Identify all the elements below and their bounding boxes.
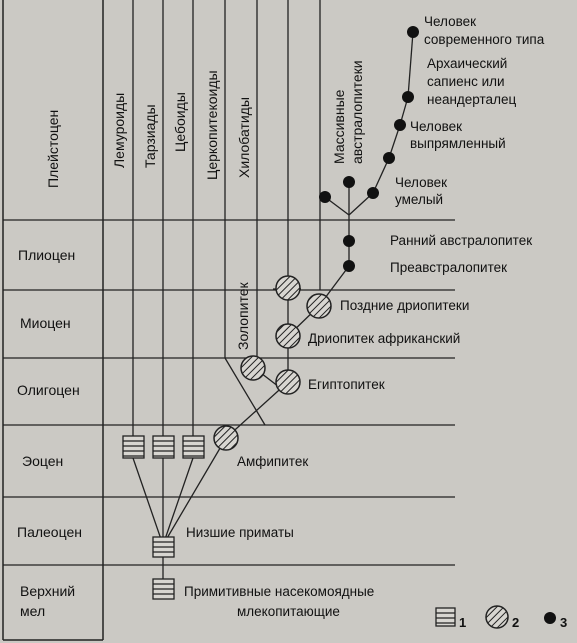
era-boundaries bbox=[3, 219, 455, 566]
era-miocene: Миоцен bbox=[20, 315, 71, 331]
label-archaic-3: неандерталец bbox=[427, 92, 516, 107]
lineage-labels: Лемуроиды Тарзиады Цебоиды Церкопитекоид… bbox=[111, 60, 365, 350]
legend-label-3: 3 bbox=[560, 615, 567, 630]
label-egyptopith: Египтопитек bbox=[308, 377, 385, 392]
circle-nodes bbox=[213, 275, 332, 451]
zolopitek-circle bbox=[240, 355, 266, 381]
dryopith-upper-circle bbox=[275, 275, 301, 301]
legend-circle-icon bbox=[485, 605, 509, 629]
dot-nodes bbox=[319, 26, 419, 272]
label-early-australopith: Ранний австралопитек bbox=[390, 233, 532, 248]
era-pleistocene: Плейстоцен bbox=[45, 110, 61, 188]
label-insectivores-2: млекопитающие bbox=[237, 604, 340, 619]
modern-dot bbox=[407, 26, 419, 38]
legend-dot-icon bbox=[544, 612, 556, 624]
label-hylobatids: Хилобатиды bbox=[236, 97, 252, 178]
label-archaic-2: сапиенс или bbox=[427, 74, 505, 89]
african-dryopith-circle bbox=[275, 323, 301, 349]
era-eocene: Эоцен bbox=[22, 453, 63, 469]
box-nodes bbox=[122, 435, 205, 600]
insectivores-box bbox=[152, 578, 175, 600]
archaic-dot bbox=[402, 91, 414, 103]
late-dryopith-circle bbox=[306, 293, 332, 319]
label-modern-2: современного типа bbox=[424, 32, 545, 47]
label-habilis-1: Человек bbox=[395, 175, 447, 190]
label-modern-1: Человек bbox=[424, 14, 476, 29]
erectus-dot bbox=[383, 152, 395, 164]
label-late-dryopith: Поздние дриопитеки bbox=[340, 298, 469, 313]
lower-primates-box bbox=[152, 536, 175, 558]
lemuroids-box bbox=[122, 435, 145, 459]
era-paleocene: Палеоцен bbox=[17, 524, 82, 540]
label-lemuroids: Лемуроиды bbox=[111, 93, 127, 168]
legend-label-2: 2 bbox=[512, 615, 519, 630]
amphipith-circle bbox=[213, 425, 239, 451]
label-robust-2: австралопитеки bbox=[349, 60, 365, 164]
node-labels: Человек современного типа Архаический са… bbox=[184, 14, 545, 619]
label-cebids: Цебоиды bbox=[172, 92, 188, 152]
label-erectus-2: выпрямленный bbox=[410, 136, 506, 151]
label-insectivores-1: Примитивные насекомоядные bbox=[184, 584, 374, 599]
tarsiers-box bbox=[152, 435, 175, 459]
era-upper-cretaceous-1: Верхний bbox=[20, 583, 75, 599]
legend-box-icon bbox=[435, 607, 456, 627]
label-lower-primates: Низшие приматы bbox=[186, 525, 294, 540]
label-tarsiers: Тарзиады bbox=[142, 104, 158, 168]
legend: 1 2 3 bbox=[435, 605, 567, 630]
early-australopith-dot bbox=[343, 235, 355, 247]
label-habilis-2: умелый bbox=[395, 192, 443, 207]
erectus-dot-2 bbox=[394, 119, 406, 131]
era-oligocene: Олигоцен bbox=[17, 382, 80, 398]
label-archaic-1: Архаический bbox=[427, 56, 507, 71]
lineage-lines bbox=[132, 0, 414, 587]
era-column bbox=[2, 0, 104, 641]
robust-dot-1 bbox=[319, 191, 331, 203]
era-pliocene: Плиоцен bbox=[18, 247, 75, 263]
label-african-dryopith: Дриопитек африканский bbox=[308, 331, 460, 346]
robust-dot-2 bbox=[343, 176, 355, 188]
egyptopith-circle bbox=[275, 369, 301, 395]
label-cercopithecoids: Церкопитекоиды bbox=[204, 70, 220, 180]
legend-label-1: 1 bbox=[459, 615, 466, 630]
label-preaustralopith: Преавстралопитек bbox=[390, 260, 507, 275]
cebids-box bbox=[182, 435, 205, 459]
label-zolopitek: Золопитек bbox=[235, 282, 251, 350]
habilis-dot bbox=[367, 187, 379, 199]
label-robust-1: Массивные bbox=[331, 89, 347, 164]
preaustralopith-dot bbox=[343, 260, 355, 272]
label-amphipith: Амфипитек bbox=[237, 454, 308, 469]
label-erectus-1: Человек bbox=[410, 119, 462, 134]
era-labels: Плейстоцен Плиоцен Миоцен Олигоцен Эоцен… bbox=[17, 110, 82, 619]
era-upper-cretaceous-2: мел bbox=[20, 603, 45, 619]
